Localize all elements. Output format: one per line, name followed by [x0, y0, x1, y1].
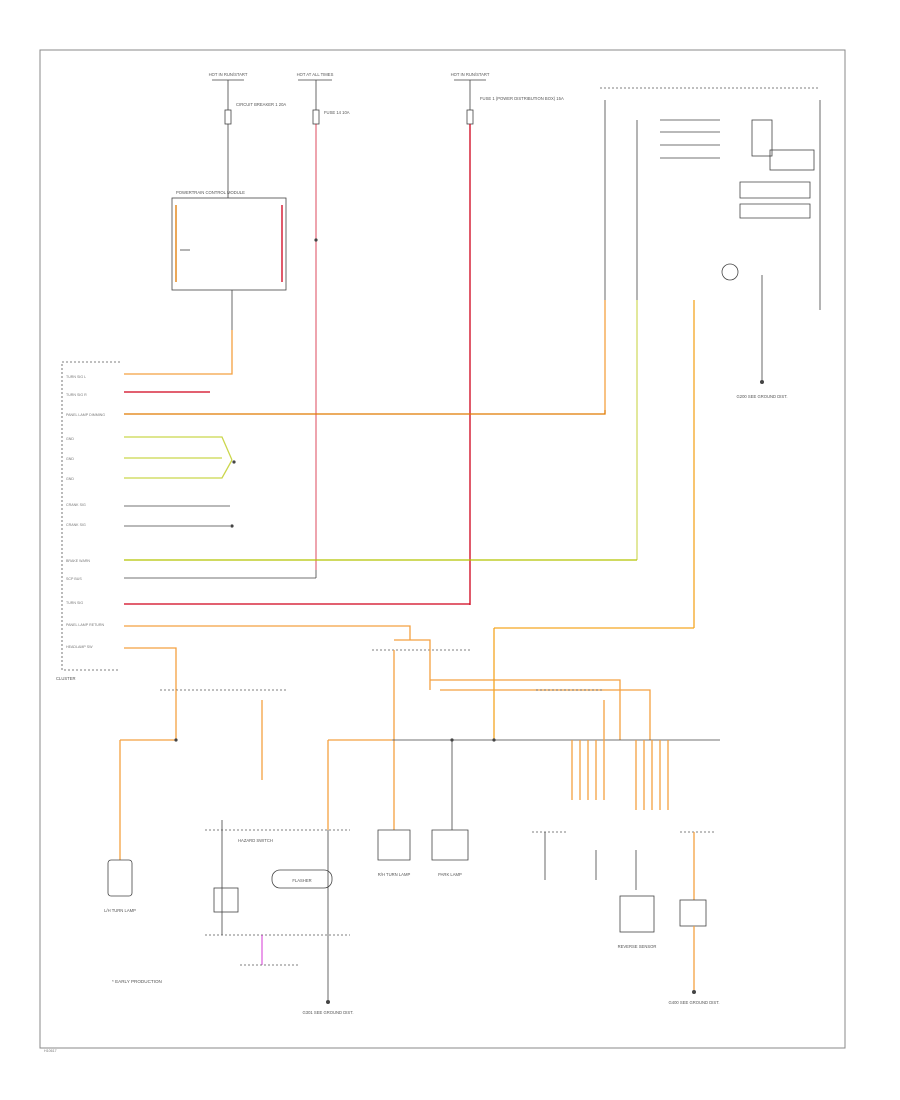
center-lamps: R/H TURN LAMP PARK LAMP — [377, 829, 469, 877]
power-feeds: HOT IN RUN/START HOT AT ALL TIMES HOT IN… — [209, 72, 564, 125]
cluster-pin-12: HEADLAMP SW — [66, 645, 93, 649]
hazard-switch-label: HAZARD SWITCH — [238, 838, 273, 843]
cluster-pin-8: BRAKE WARN — [66, 559, 90, 563]
fuse-label-left: CIRCUIT BREAKER 1 20A — [236, 102, 286, 107]
lamp-lh-label: L/H TURN LAMP — [104, 908, 136, 913]
cluster-label: CLUSTER — [56, 676, 76, 681]
cluster-pin-5: GND — [66, 477, 74, 481]
corner-ref: H10617 — [44, 1049, 57, 1053]
fuse-right-symbol — [466, 109, 474, 125]
cluster-wires — [124, 330, 637, 690]
splice-area — [327, 627, 720, 830]
wire-bundle — [571, 740, 669, 810]
fuse-label-center: FUSE 14 10A — [324, 110, 350, 115]
lamp-lh: L/H TURN LAMP — [104, 689, 286, 913]
fuse-label-right: FUSE 1 (POWER DISTRIBUTION BOX) 15A — [480, 96, 564, 101]
reverse-sensor-label: REVERSE SENSOR — [618, 944, 657, 949]
cluster-pin-10: TURN SIG — [66, 601, 83, 605]
hot-label-center: HOT AT ALL TIMES — [297, 72, 334, 77]
hazard-switch: HAZARD SWITCH FLASHER — [205, 820, 350, 1004]
ground-label-2: G400 SEE GROUND DIST. — [669, 1000, 720, 1005]
hot-label-right: HOT IN RUN/START — [451, 72, 490, 77]
cluster-pin-11: PANEL LAMP RETURN — [66, 623, 104, 627]
cluster-pin-0: TURN SIG L — [66, 375, 86, 379]
cluster-pin-3: GND — [66, 437, 74, 441]
park-lamp-label: PARK LAMP — [438, 872, 462, 877]
ground-label-0: G200 SEE GROUND DIST. — [737, 394, 788, 399]
cluster-pin-7: CRANK SIG — [66, 523, 86, 527]
cluster-pin-6: CRANK SIG — [66, 503, 86, 507]
ground-label-1: G301 SEE GROUND DIST. — [303, 1010, 354, 1015]
hot-label-left: HOT IN RUN/START — [209, 72, 248, 77]
cluster-pin-9: SCP BUS — [66, 577, 82, 581]
cluster-pin-2: PANEL LAMP DIMMING — [66, 413, 105, 417]
lamp-rh-label: R/H TURN LAMP — [378, 872, 411, 877]
cluster-pin-4: GND — [66, 457, 74, 461]
fuse-center-symbol — [312, 109, 320, 125]
footnote: * EARLY PRODUCTION — [112, 979, 162, 984]
flasher-label: FLASHER — [292, 878, 311, 883]
right-lower-components: REVERSE SENSOR — [532, 831, 714, 994]
cluster-connector: CLUSTER TURN SIG L TURN SIG R PANEL LAMP… — [56, 361, 120, 681]
diagram-frame — [39, 49, 846, 1049]
module-box: POWERTRAIN CONTROL MODULE — [171, 124, 287, 330]
cluster-pin-1: TURN SIG R — [66, 393, 87, 397]
fuse-left-symbol — [224, 109, 232, 125]
switch-assembly — [600, 87, 821, 384]
module-label: POWERTRAIN CONTROL MODULE — [176, 190, 245, 195]
